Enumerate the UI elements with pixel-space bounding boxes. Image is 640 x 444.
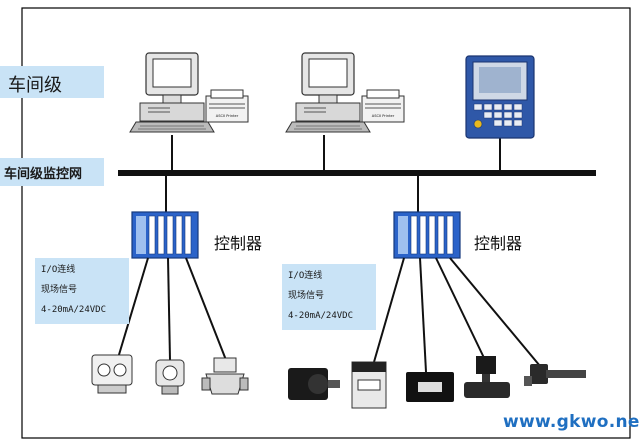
controller-1-label: 控制器 (214, 234, 263, 253)
watermark-text: www.gkwo.net (503, 412, 640, 432)
display-unit-icon (406, 372, 454, 402)
io-note-1-line-1: I/O连线 (41, 265, 76, 275)
flow-meter-icon (464, 356, 510, 398)
workshop-level-label: 车间级 (0, 66, 104, 98)
valve-positioner-icon (91, 354, 133, 394)
field-wire-2b (419, 257, 427, 373)
servo-drive-icon (351, 361, 387, 409)
io-note-2-line-1: I/O连线 (288, 271, 323, 281)
servo-motor-icon (288, 368, 340, 400)
printer-1-icon: ASCII Printer (205, 89, 249, 123)
field-wire-1a (117, 257, 149, 359)
field-wire-2a (373, 257, 405, 363)
printer-2-label: ASCII Printer (372, 114, 395, 118)
io-note-2-line-2: 现场信号 (288, 291, 325, 301)
controller-1-rack (131, 211, 199, 259)
field-wire-1c (185, 257, 227, 361)
monitoring-network-label: 车间级监控网 (0, 158, 104, 186)
printer-2-icon: ASCII Printer (361, 89, 405, 123)
workshop-level-text: 车间级 (8, 75, 62, 96)
io-note-2-line-3: 4-20mA/24VDC (288, 311, 354, 321)
controller-2-label: 控制器 (474, 234, 523, 253)
control-valve-icon (201, 357, 249, 395)
io-note-1-line-3: 4-20mA/24VDC (41, 305, 107, 315)
sensor-probe-icon (524, 364, 586, 386)
field-wire-2d (449, 257, 541, 367)
io-note-2: I/O连线 现场信号 4-20mA/24VDC (282, 264, 376, 330)
field-wire-1b (167, 257, 171, 361)
operator-panel-icon (465, 55, 535, 139)
workstation-2-icon (285, 52, 371, 133)
printer-1-label: ASCII Printer (216, 114, 239, 118)
outer-frame (21, 7, 631, 439)
workstation-1-icon (129, 52, 215, 133)
monitoring-network-text: 车间级监控网 (4, 167, 83, 182)
io-note-1: I/O连线 现场信号 4-20mA/24VDC (35, 258, 129, 324)
io-note-1-line-2: 现场信号 (41, 285, 78, 295)
controller-2-rack (393, 211, 461, 259)
network-bus (118, 170, 596, 176)
pressure-transmitter-icon (155, 359, 185, 395)
field-wire-2c (435, 257, 487, 363)
